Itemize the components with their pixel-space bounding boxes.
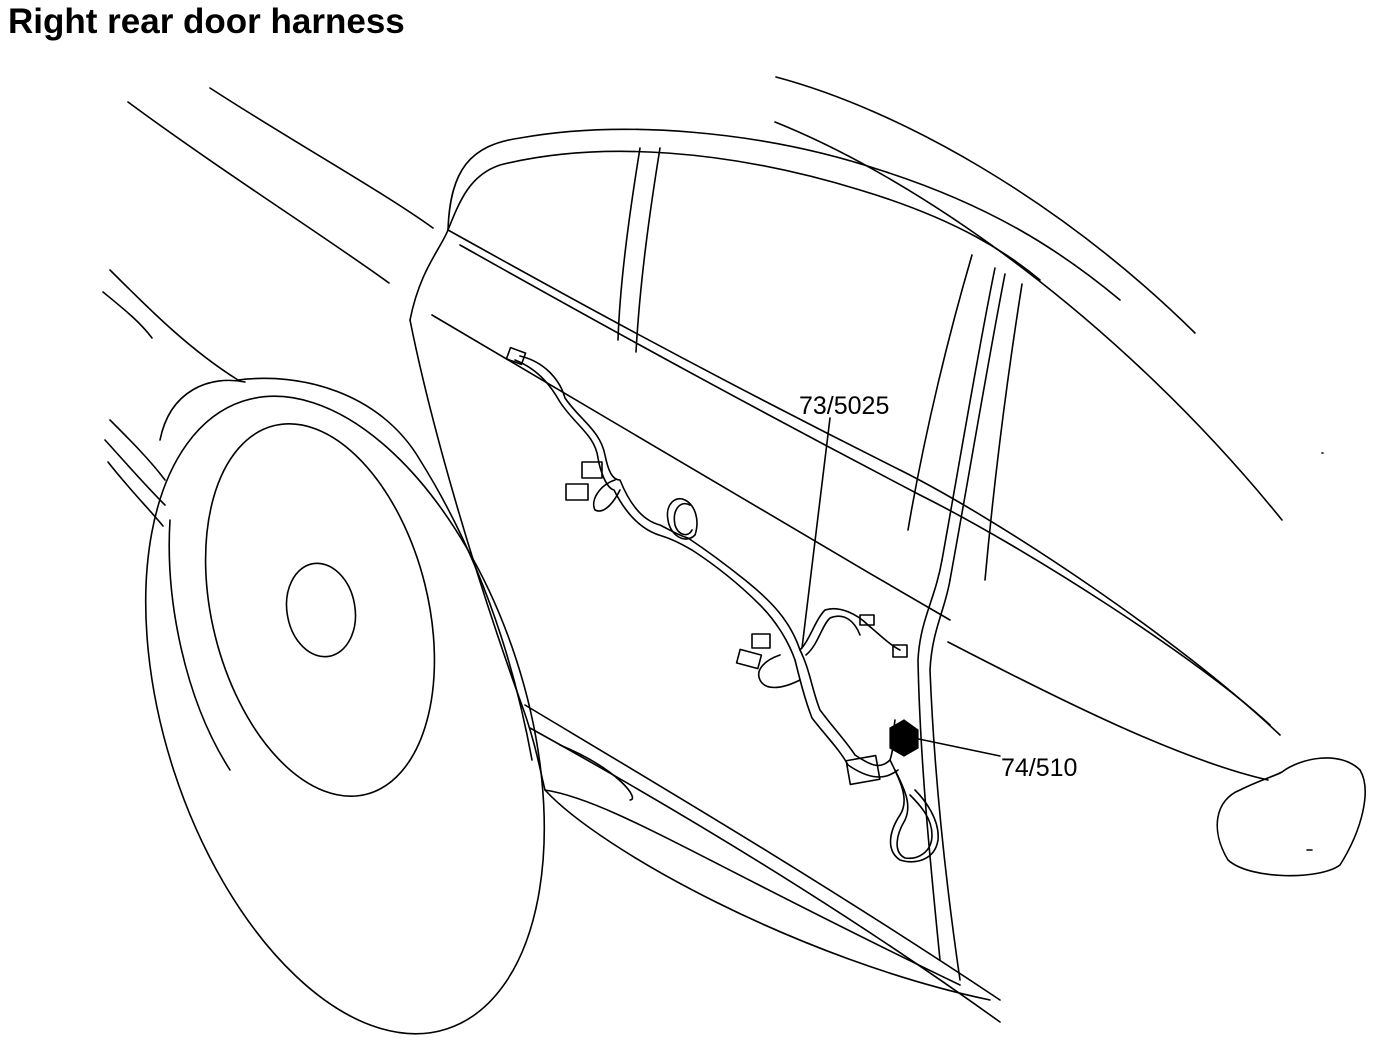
door-frame — [409, 128, 1281, 1001]
mirror-outline — [1216, 452, 1366, 877]
rear-wheel — [144, 377, 546, 1035]
callout-label-74-510: 74/510 — [1001, 754, 1078, 782]
black-connector-74-510 — [889, 719, 919, 757]
sill-lines — [524, 704, 1001, 1023]
door-rear-edge — [917, 559, 961, 981]
window-pillars — [617, 147, 1023, 581]
roof-lines — [127, 76, 1283, 521]
rear-quarter-lines — [102, 269, 239, 527]
page-title: Right rear door harness — [8, 2, 405, 41]
connectors — [505, 346, 908, 786]
wiring-harness — [514, 355, 939, 863]
leader-lines — [801, 417, 1001, 757]
callout-label-73-5025: 73/5025 — [799, 392, 890, 420]
